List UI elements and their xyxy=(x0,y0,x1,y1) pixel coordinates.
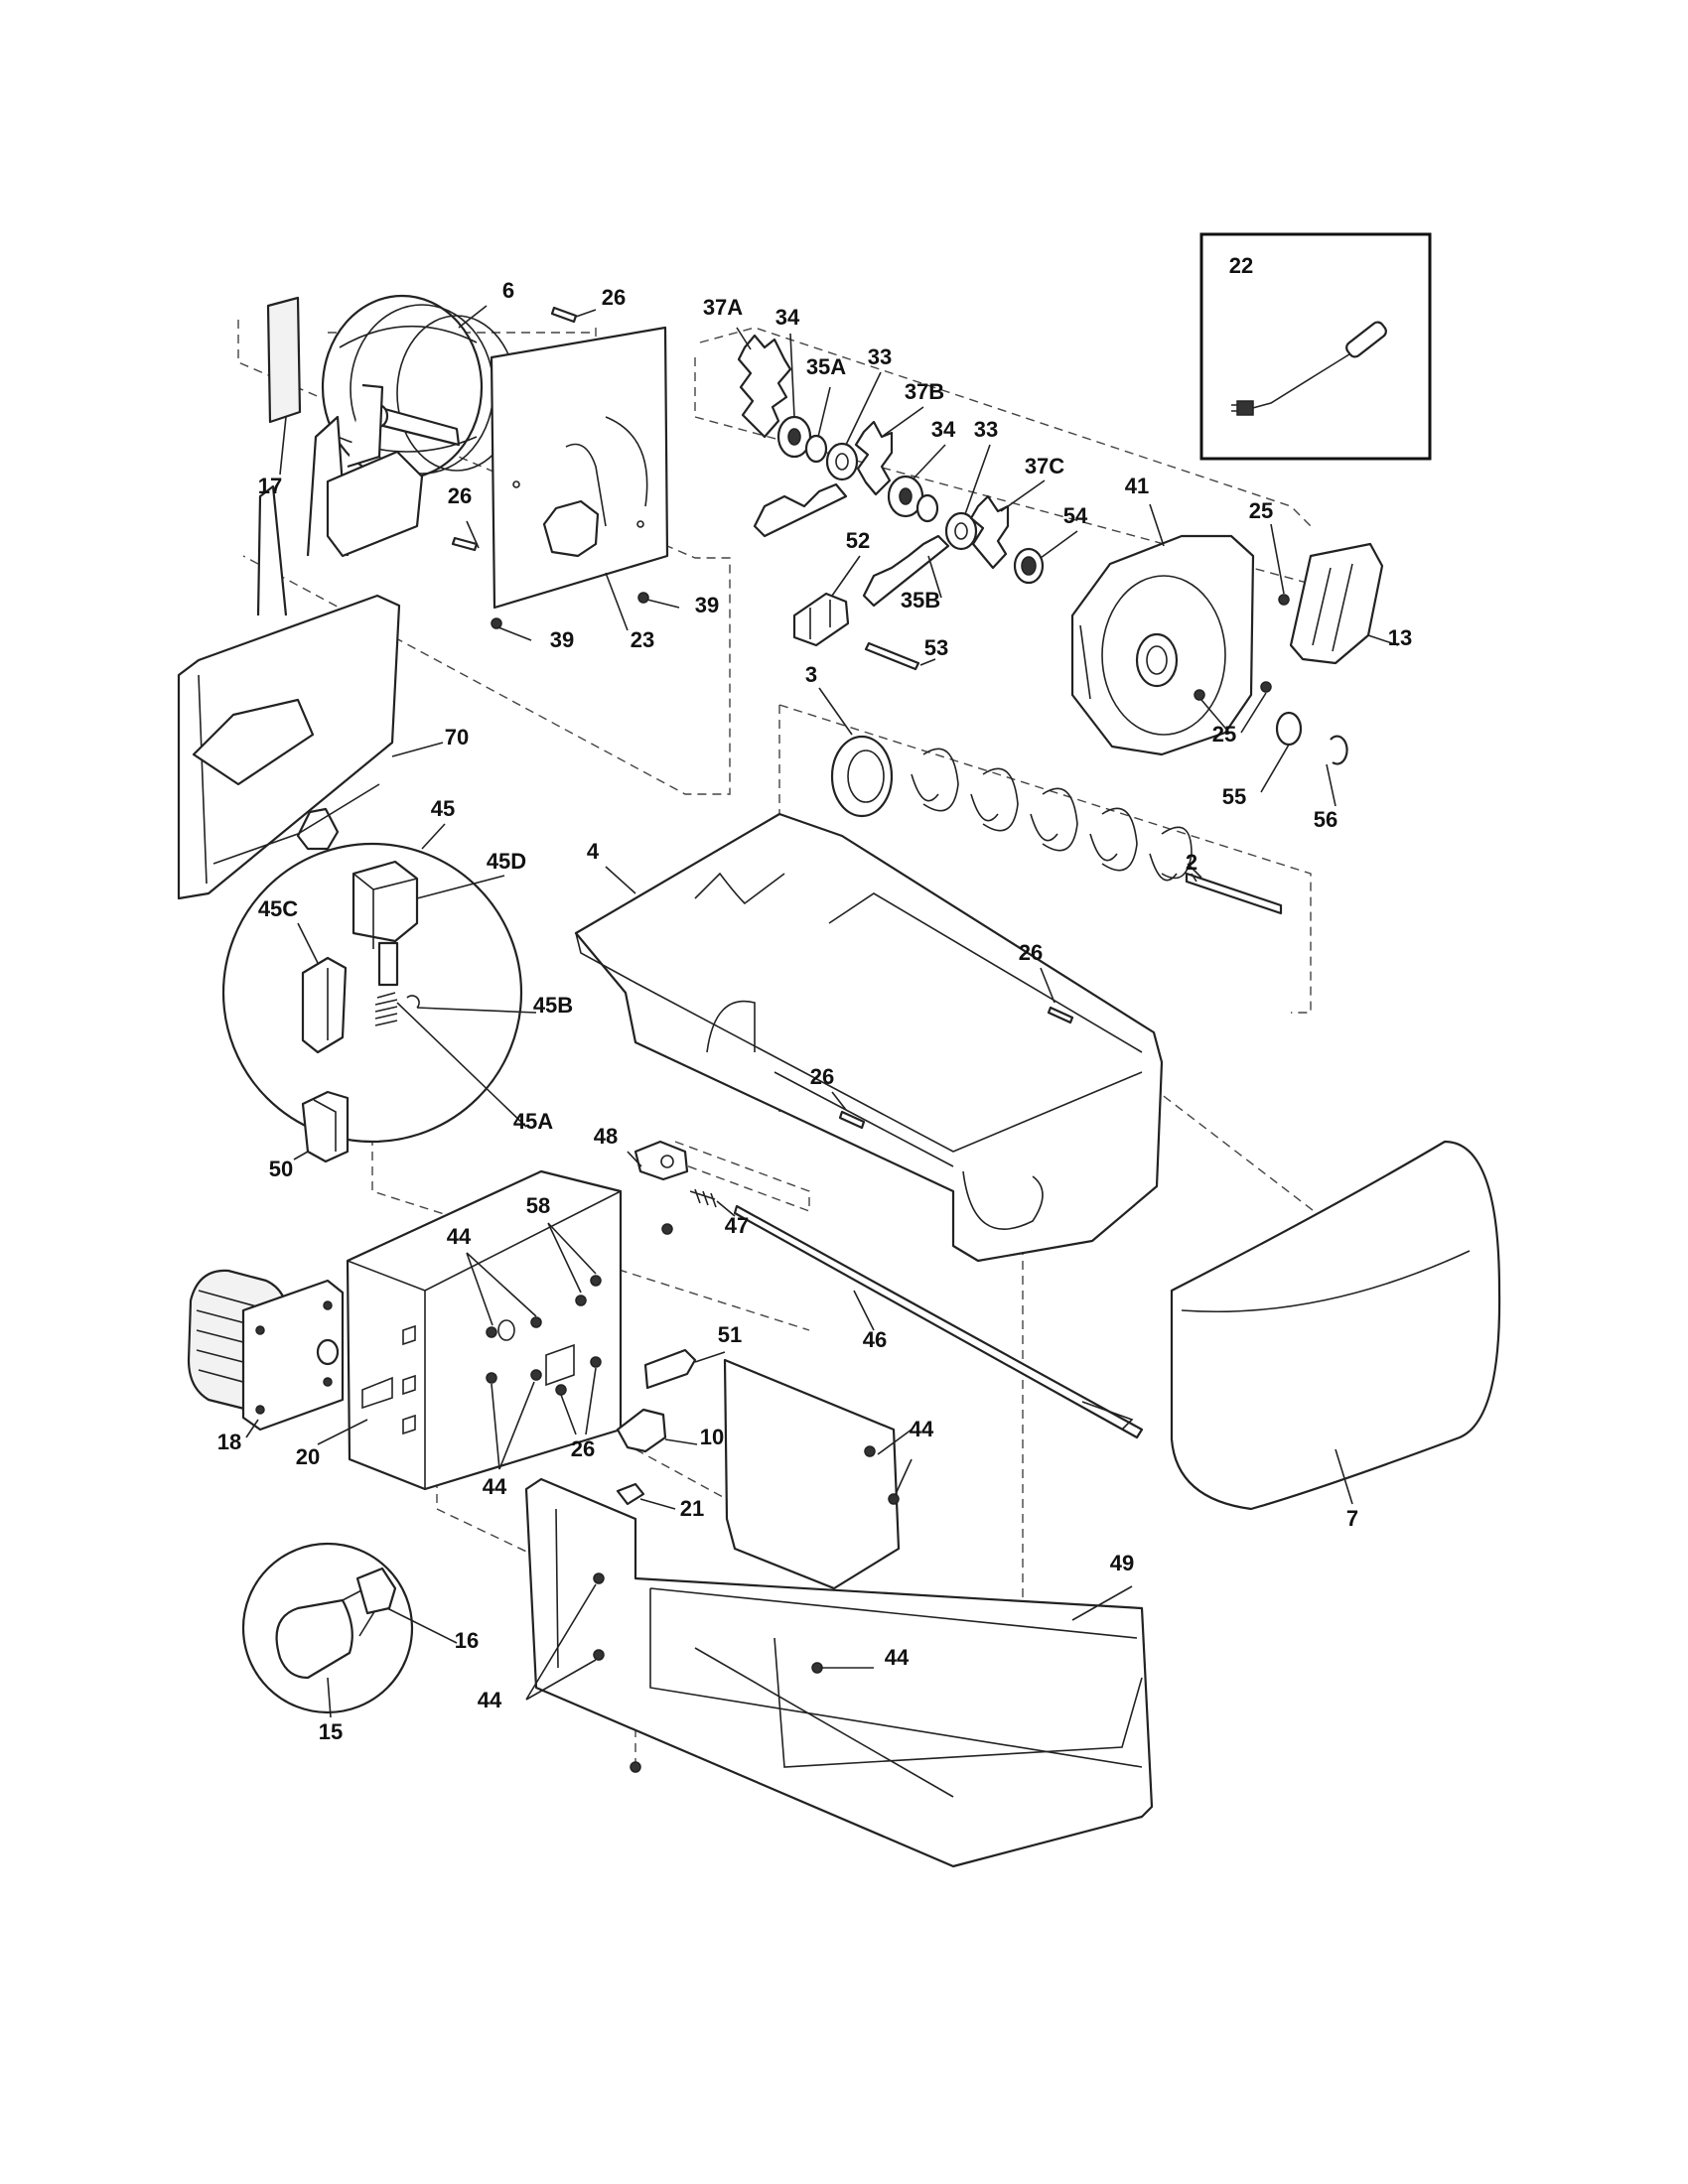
part-48-47-46-linkage xyxy=(627,1140,1144,1439)
callout-c4: 4 xyxy=(587,839,600,864)
part-23-mounting-plate xyxy=(451,306,680,641)
part-13-flap xyxy=(1289,542,1399,665)
callout-c35a: 35A xyxy=(806,354,846,379)
callout-c33a: 33 xyxy=(868,344,892,369)
inset-box-sensor xyxy=(1199,232,1432,461)
callout-c34b: 34 xyxy=(931,417,956,442)
callout-c39a: 39 xyxy=(695,593,719,617)
part-17-foam-strip xyxy=(266,296,302,476)
callout-c45d: 45D xyxy=(487,849,526,874)
callout-c50: 50 xyxy=(269,1157,293,1181)
part-3-bearing xyxy=(818,687,894,818)
callout-c13: 13 xyxy=(1388,625,1412,650)
callout-c16: 16 xyxy=(455,1628,479,1653)
callout-c44b: 44 xyxy=(910,1417,934,1441)
part-7-bin-front xyxy=(1170,1140,1501,1511)
callout-c49: 49 xyxy=(1110,1551,1134,1575)
callout-c25a: 25 xyxy=(1249,498,1273,523)
callout-c45b: 45B xyxy=(533,993,573,1018)
callout-c37b: 37B xyxy=(905,379,944,404)
crusher-stack xyxy=(736,327,1078,671)
callout-c37a: 37A xyxy=(703,295,743,320)
callout-c53: 53 xyxy=(924,635,948,660)
callout-c26a: 26 xyxy=(602,285,626,310)
callout-c18: 18 xyxy=(217,1430,241,1454)
callout-c37c: 37C xyxy=(1025,454,1064,478)
callout-c33b: 33 xyxy=(974,417,998,442)
callout-c26d: 26 xyxy=(810,1064,834,1089)
callout-c70: 70 xyxy=(445,725,469,750)
callout-c44a: 44 xyxy=(447,1224,472,1249)
part-70-housing xyxy=(177,383,444,900)
part-18-motor xyxy=(187,1269,345,1438)
callout-c45: 45 xyxy=(431,796,455,821)
part-51-10-21-small xyxy=(616,1348,726,1510)
part-4-ice-bin xyxy=(574,812,1164,1263)
callout-c58: 58 xyxy=(526,1193,550,1218)
callout-c26e: 26 xyxy=(571,1436,595,1461)
part-49-lower-housing xyxy=(524,1477,1154,1868)
callout-c48: 48 xyxy=(594,1124,618,1149)
callout-c22: 22 xyxy=(1229,253,1253,278)
callout-c7: 7 xyxy=(1346,1506,1358,1531)
right-bracket-plate xyxy=(723,1358,913,1590)
part-45-solenoid-inset xyxy=(221,823,537,1163)
callout-c34a: 34 xyxy=(775,305,800,330)
callout-c47: 47 xyxy=(725,1213,749,1238)
part-15-16-lamp-inset xyxy=(241,1542,458,1718)
part-41-cover xyxy=(1070,503,1290,756)
callout-c3: 3 xyxy=(805,662,817,687)
callout-c6: 6 xyxy=(502,278,514,303)
callout-c45c: 45C xyxy=(258,896,298,921)
callout-c44c: 44 xyxy=(483,1474,507,1499)
part-55-56-rings xyxy=(1260,711,1348,807)
callout-c20: 20 xyxy=(296,1444,320,1469)
callout-c10: 10 xyxy=(700,1425,724,1449)
callout-c2: 2 xyxy=(1186,850,1197,875)
callout-c39b: 39 xyxy=(550,627,574,652)
callout-c35b: 35B xyxy=(901,588,940,613)
callout-c26b: 26 xyxy=(448,483,472,508)
callout-c55: 55 xyxy=(1222,784,1246,809)
callout-c41: 41 xyxy=(1125,474,1149,498)
callout-c15: 15 xyxy=(319,1719,343,1744)
callout-c44d: 44 xyxy=(885,1645,910,1670)
callout-c26c: 26 xyxy=(1019,940,1043,965)
callout-c46: 46 xyxy=(863,1327,887,1352)
callout-c17: 17 xyxy=(258,474,282,498)
callout-c25b: 25 xyxy=(1212,722,1236,747)
callout-c44e: 44 xyxy=(478,1688,502,1712)
callout-c51: 51 xyxy=(718,1322,742,1347)
callout-c21: 21 xyxy=(680,1496,704,1521)
callout-c45a: 45A xyxy=(513,1109,553,1134)
callout-c56: 56 xyxy=(1314,807,1337,832)
callout-c54: 54 xyxy=(1063,503,1088,528)
sensor-probe xyxy=(1231,321,1387,416)
part-20-motor-housing xyxy=(317,1169,623,1491)
callout-c52: 52 xyxy=(846,528,870,553)
part-2-auger xyxy=(911,748,1283,915)
callout-c23: 23 xyxy=(631,627,654,652)
